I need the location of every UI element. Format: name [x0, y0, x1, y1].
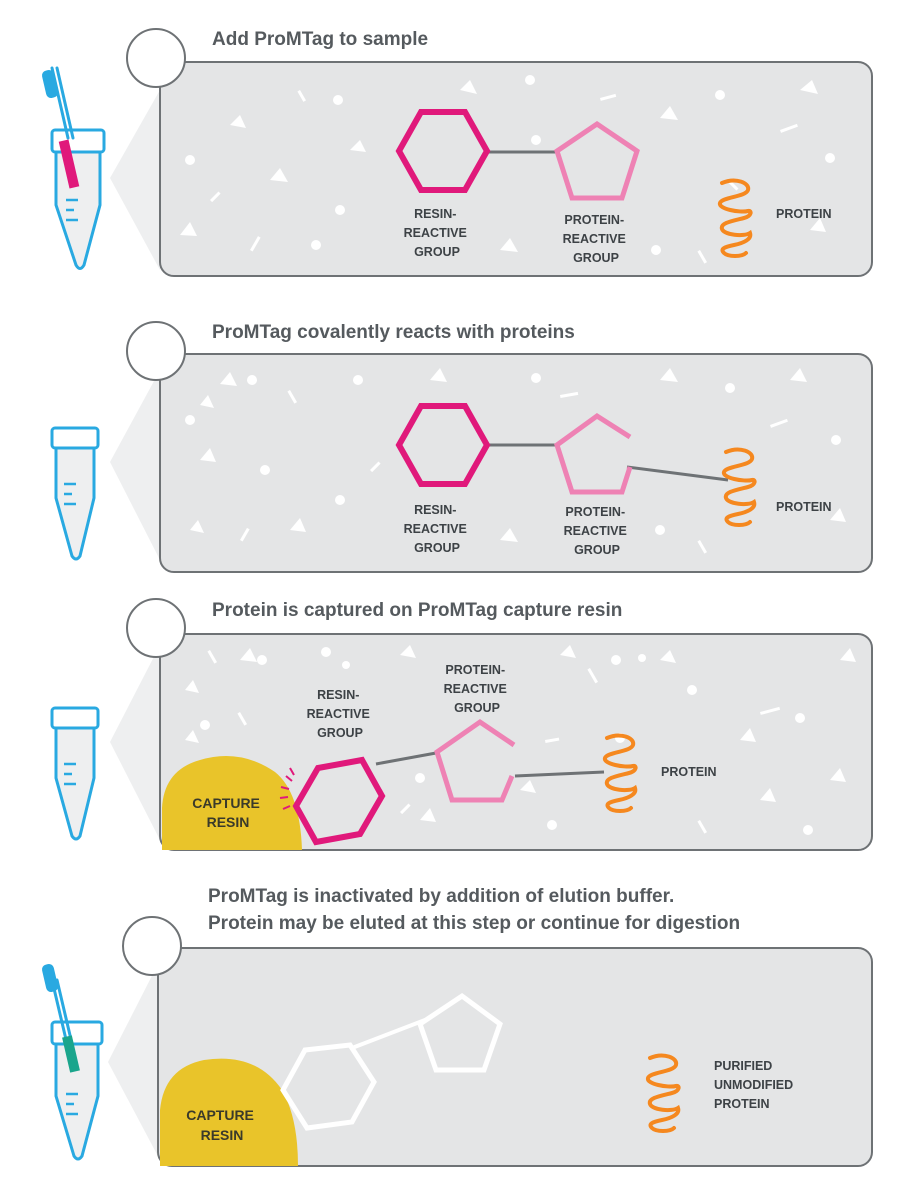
background-specks	[185, 368, 846, 554]
test-tube-icon	[50, 706, 100, 841]
step-3-title: Protein is captured on ProMTag capture r…	[212, 600, 622, 621]
protein-label: PROTEIN	[661, 765, 717, 779]
protein-label: PURIFIED UNMODIFIED PROTEIN	[714, 1059, 797, 1111]
resin-group-label: RESIN- REACTIVE GROUP	[404, 503, 471, 555]
hexagon-icon	[395, 109, 491, 193]
test-tube-icon	[42, 964, 104, 1161]
protein-label: PROTEIN	[776, 500, 832, 514]
step-1-panel	[159, 61, 873, 277]
pentagon-icon	[417, 992, 503, 1073]
step-4-title: ProMTag is inactivated by addition of el…	[208, 886, 740, 934]
hexagon-icon	[292, 756, 386, 846]
step-2-panel	[159, 353, 873, 573]
step-2-title: ProMTag covalently reacts with proteins	[212, 322, 575, 343]
step-4-circle	[122, 916, 182, 976]
protein-label: PROTEIN	[776, 207, 832, 221]
resin-group-label: RESIN- REACTIVE GROUP	[404, 207, 471, 259]
step-2-circle	[126, 321, 186, 381]
hexagon-icon	[280, 1042, 377, 1131]
test-tube-icon	[50, 426, 100, 561]
capture-resin-label: CAPTURE RESIN	[186, 1107, 258, 1143]
step-1-circle	[126, 28, 186, 88]
pentagon-icon	[554, 120, 640, 201]
step-4-panel	[157, 947, 873, 1167]
protein-group-label: PROTEIN- REACTIVE GROUP	[563, 213, 630, 265]
capture-resin	[162, 756, 302, 850]
test-tube-icon	[42, 66, 106, 270]
capture-resin-label: CAPTURE RESIN	[192, 795, 264, 830]
protein-group-label: PROTEIN- REACTIVE GROUP	[444, 663, 511, 715]
step-4: ProMTag is inactivated by addition of el…	[42, 886, 873, 1167]
background-specks	[185, 645, 856, 835]
capture-resin	[160, 1058, 298, 1166]
pentagon-icon	[554, 412, 633, 495]
step-2: ProMTag covalently reacts with proteins …	[50, 321, 873, 573]
protein-group-label: PROTEIN- REACTIVE GROUP	[564, 505, 631, 557]
reaction-sparks	[279, 767, 295, 810]
step-3-circle	[126, 598, 186, 658]
step-1: Add ProMTag to sample RESIN- REACTIVE GR…	[42, 28, 873, 277]
hexagon-icon	[395, 403, 491, 487]
resin-group-label: RESIN- REACTIVE GROUP	[307, 688, 374, 740]
background-specks	[180, 75, 835, 264]
step-3: Protein is captured on ProMTag capture r…	[50, 598, 873, 851]
step-1-title: Add ProMTag to sample	[212, 29, 428, 50]
pentagon-icon	[434, 718, 516, 803]
